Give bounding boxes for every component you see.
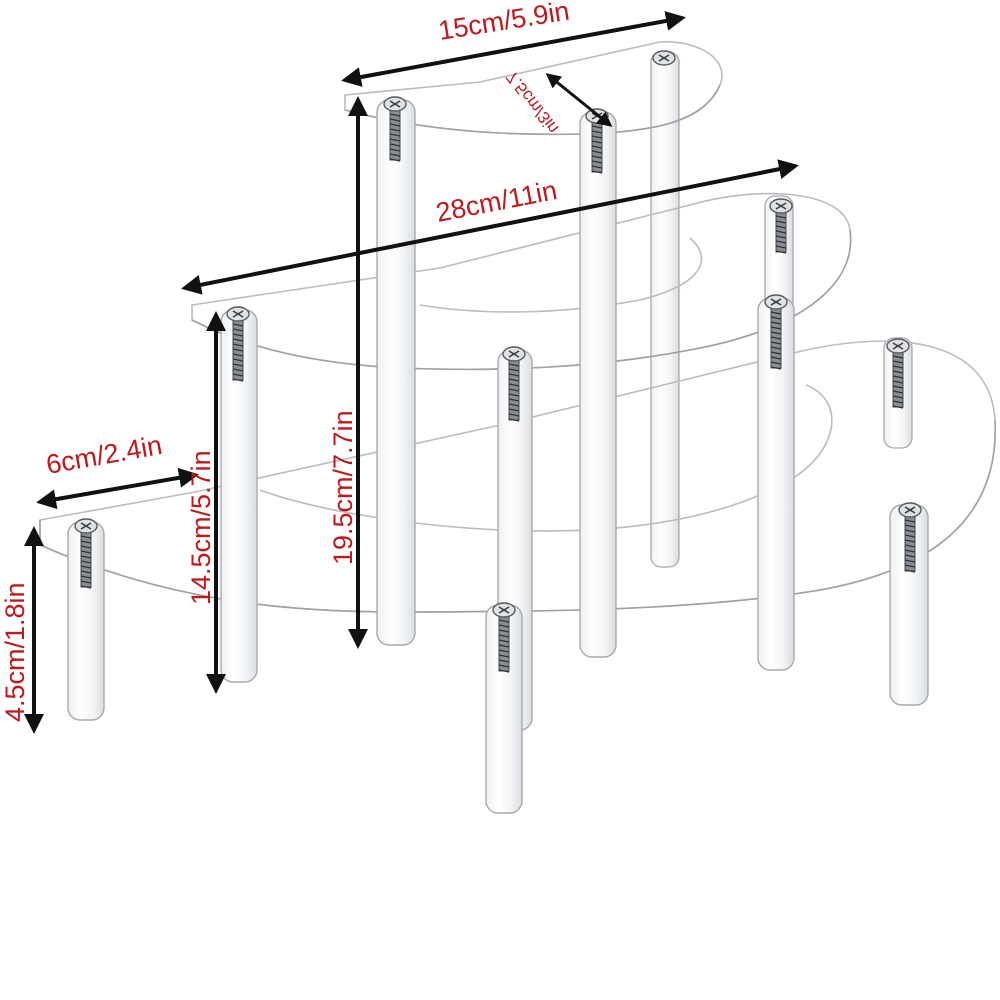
label-top-width: 15cm/5.9in bbox=[436, 0, 571, 46]
arrow-top-width bbox=[341, 11, 686, 87]
leg-top-front-right bbox=[579, 111, 617, 658]
arrow-top-depth bbox=[545, 73, 613, 127]
leg-top-back-right bbox=[650, 51, 680, 568]
arrow-small-width bbox=[36, 467, 199, 510]
label-top-height: 19.5cm/7.7in bbox=[328, 410, 358, 565]
arrow-middle-width bbox=[181, 159, 799, 295]
label-middle-height: 14.5cm/5.7in bbox=[186, 450, 216, 605]
label-middle-width: 28cm/11in bbox=[433, 175, 559, 228]
label-bottom-height: 4.5cm/1.8in bbox=[0, 582, 30, 722]
screw-icon bbox=[492, 602, 516, 673]
screw-icon bbox=[502, 346, 526, 422]
screw-icon bbox=[383, 96, 407, 162]
screw-icon bbox=[74, 518, 98, 589]
screw-icon bbox=[886, 338, 910, 409]
leg-top-front-left bbox=[376, 99, 416, 646]
screw-icon bbox=[652, 50, 676, 66]
screw-icon bbox=[764, 294, 788, 370]
screw-icon bbox=[226, 306, 250, 382]
label-small-width: 6cm/2.4in bbox=[44, 430, 164, 480]
dimension-arrows bbox=[24, 11, 799, 734]
screw-icon bbox=[898, 502, 922, 573]
